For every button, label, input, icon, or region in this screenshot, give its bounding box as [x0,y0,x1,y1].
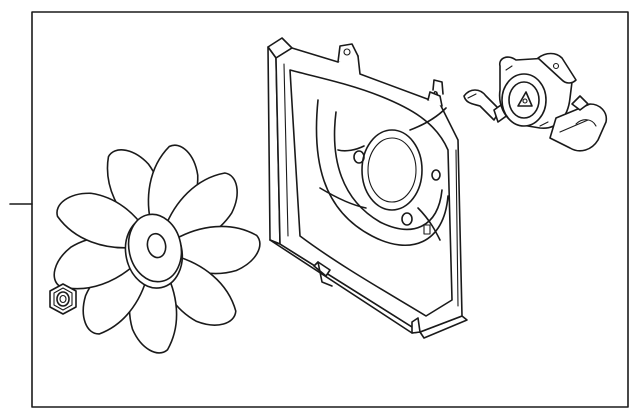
fan-hub-bore [146,232,167,259]
shroud-bolt-hole [401,212,413,226]
fan-blade-vane [56,192,146,249]
fan-motor [463,52,608,152]
motor-mounting-bracket [549,103,608,152]
fan-blade [53,144,261,354]
shroud-bolt-hole [431,169,441,181]
hex-nut [49,283,77,315]
fan-hub [124,213,184,289]
fan-shroud [267,37,468,339]
shroud-motor-opening [361,129,423,211]
shroud-bolt-hole [353,150,365,164]
motor-connector [463,89,501,121]
diagram-border [31,11,629,408]
